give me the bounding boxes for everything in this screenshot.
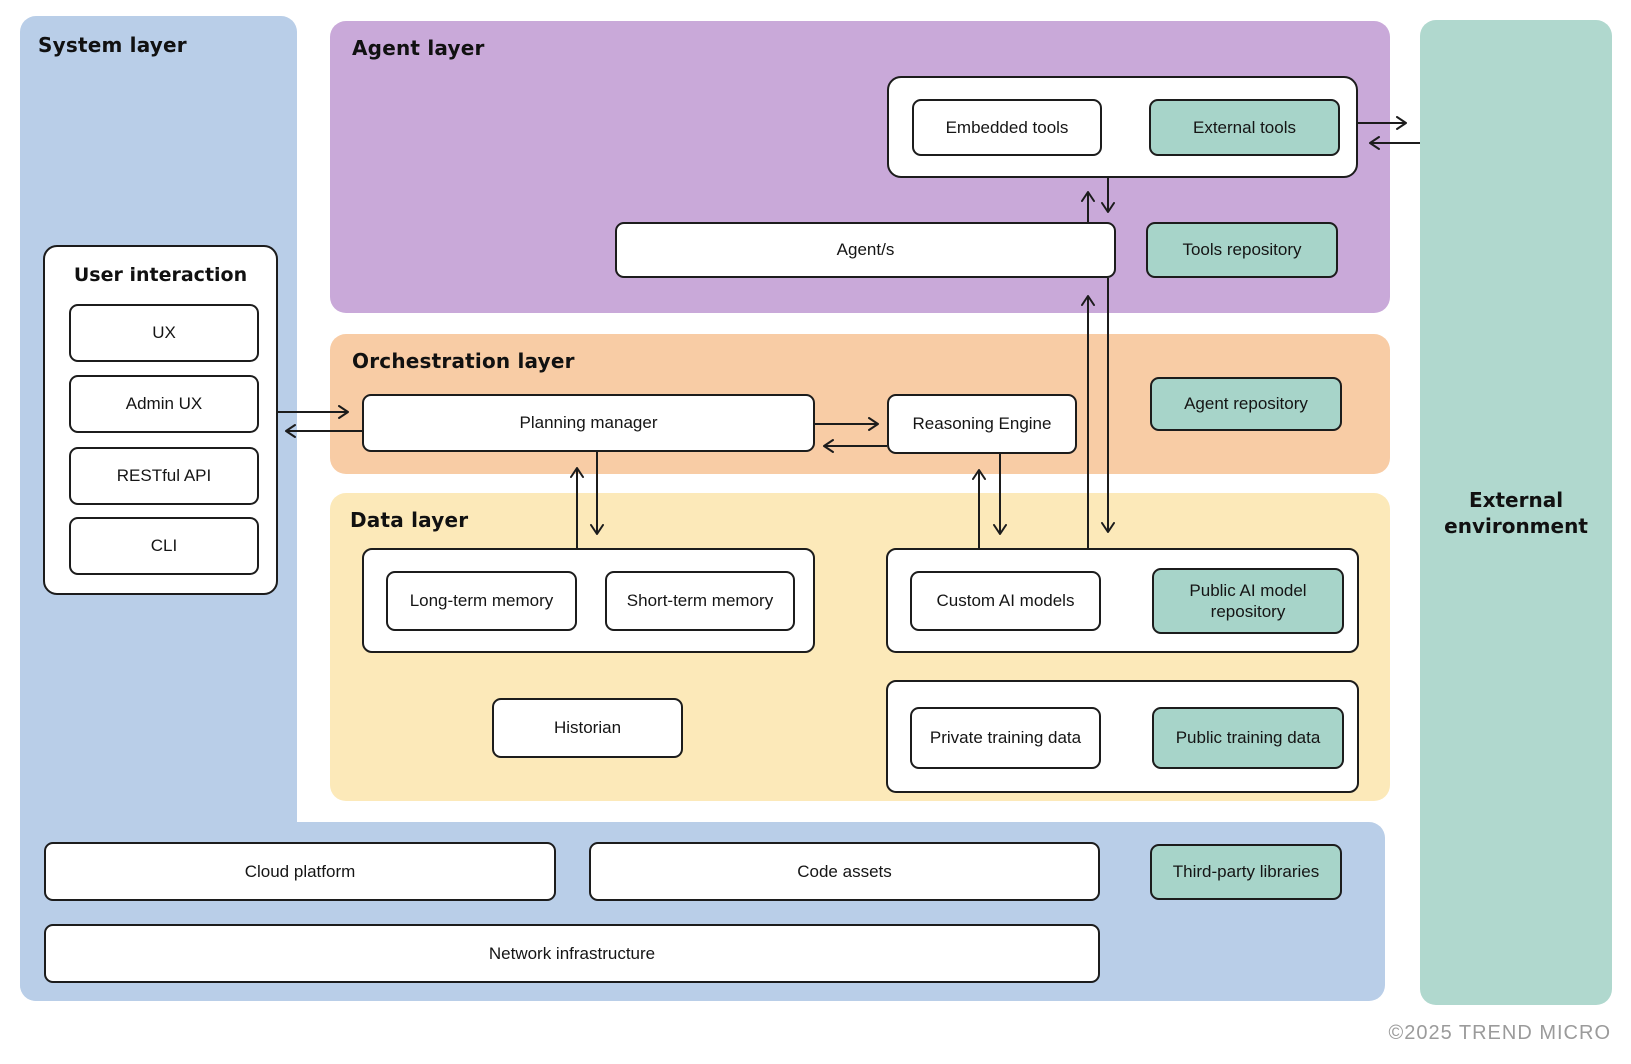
- agent-repository-box: Agent repository: [1150, 377, 1342, 431]
- long-term-memory-box: Long-term memory: [386, 571, 577, 631]
- custom-ai-models-box: Custom AI models: [910, 571, 1101, 631]
- private-training-data-box: Private training data: [910, 707, 1101, 769]
- data-layer-title: Data layer: [350, 508, 469, 532]
- external-environment-panel: External environment: [1420, 20, 1612, 1005]
- public-ai-model-repository-box: Public AI model repository: [1152, 568, 1344, 634]
- training-data-group: Private training data Public training da…: [886, 680, 1359, 793]
- custom-ai-group: Custom AI models Public AI model reposit…: [886, 548, 1359, 653]
- code-assets-box: Code assets: [589, 842, 1100, 901]
- short-term-memory-box: Short-term memory: [605, 571, 795, 631]
- network-infrastructure-box: Network infrastructure: [44, 924, 1100, 983]
- external-tools-box: External tools: [1149, 99, 1340, 156]
- agent-layer-title: Agent layer: [352, 36, 485, 60]
- tools-group: Embedded tools External tools: [887, 76, 1358, 178]
- user-interaction-title: User interaction: [73, 264, 248, 286]
- cli-box: CLI: [69, 517, 259, 575]
- external-environment-title: External environment: [1444, 487, 1588, 538]
- reasoning-engine-box: Reasoning Engine: [887, 394, 1077, 454]
- embedded-tools-box: Embedded tools: [912, 99, 1102, 156]
- cloud-platform-box: Cloud platform: [44, 842, 556, 901]
- ux-box: UX: [69, 304, 259, 362]
- public-training-data-box: Public training data: [1152, 707, 1344, 769]
- restful-api-box: RESTful API: [69, 447, 259, 505]
- planning-manager-box: Planning manager: [362, 394, 815, 452]
- admin-ux-box: Admin UX: [69, 375, 259, 433]
- system-layer-title: System layer: [38, 33, 187, 57]
- third-party-libraries-box: Third-party libraries: [1150, 844, 1342, 900]
- orchestration-layer-title: Orchestration layer: [352, 349, 575, 373]
- user-interaction-group: User interaction UX Admin UX RESTful API…: [43, 245, 278, 595]
- copyright-text: ©2025 TREND MICRO: [1388, 1022, 1611, 1044]
- memory-group: Long-term memory Short-term memory: [362, 548, 815, 653]
- agents-box: Agent/s: [615, 222, 1116, 278]
- tools-repository-box: Tools repository: [1146, 222, 1338, 278]
- historian-box: Historian: [492, 698, 683, 758]
